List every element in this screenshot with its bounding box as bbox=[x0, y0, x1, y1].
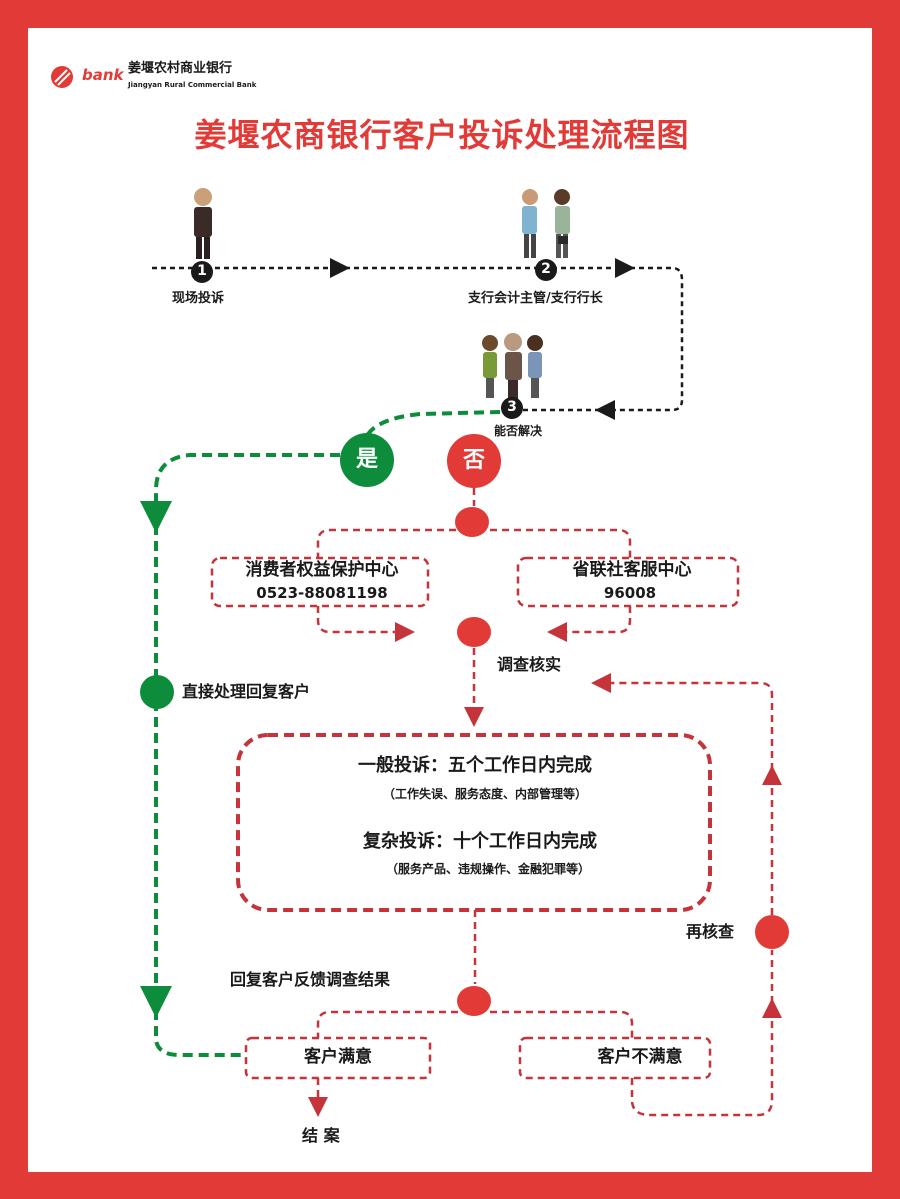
general-note: （工作失误、服务态度、内部管理等） bbox=[382, 787, 588, 801]
step-number: 3 bbox=[507, 399, 517, 415]
no-circle bbox=[447, 434, 501, 488]
general-complaint: 一般投诉：五个工作日内完成 bbox=[358, 755, 592, 776]
page-title: 姜堰农商银行客户投诉处理流程图 bbox=[194, 116, 690, 154]
center-name: 省联社客服中心 bbox=[572, 560, 692, 580]
center-name: 消费者权益保护中心 bbox=[245, 560, 399, 580]
unsatisfied-label: 客户不满意 bbox=[597, 1047, 683, 1067]
logo-name-en: Jiangyan Rural Commercial Bank bbox=[128, 81, 257, 89]
feedback-label: 回复客户反馈调查结果 bbox=[230, 970, 391, 989]
yes-label: 是 bbox=[355, 447, 379, 472]
yes-path bbox=[140, 410, 501, 1057]
step-number: 2 bbox=[541, 261, 551, 277]
logo-name-cn: 姜堰农村商业银行 bbox=[128, 61, 233, 76]
handshake-icon bbox=[522, 189, 570, 258]
direct-reply-dot bbox=[140, 675, 174, 709]
recheck-label: 再核查 bbox=[686, 922, 735, 941]
recheck-dot bbox=[755, 915, 789, 949]
timeline-box bbox=[236, 733, 712, 912]
step-connector bbox=[152, 258, 684, 420]
close-case-label: 结 案 bbox=[302, 1126, 340, 1145]
logo-icon bbox=[51, 66, 73, 88]
complex-complaint: 复杂投诉：十个工作日内完成 bbox=[363, 831, 597, 852]
group-icon bbox=[482, 333, 543, 400]
step-number: 1 bbox=[197, 263, 207, 279]
center-phone: 96008 bbox=[603, 584, 657, 602]
step-label: 支行会计主管/支行行长 bbox=[468, 291, 603, 306]
logo-brand: bank bbox=[82, 66, 124, 84]
yes-circle bbox=[340, 433, 394, 487]
step-number-markers bbox=[191, 259, 557, 419]
person-icon bbox=[194, 188, 212, 259]
satisfied-label: 客户满意 bbox=[304, 1047, 372, 1067]
no-label: 否 bbox=[462, 448, 486, 473]
poster-background bbox=[28, 28, 872, 1172]
step-label: 能否解决 bbox=[494, 424, 543, 438]
junction-dots bbox=[455, 507, 789, 1016]
no-path bbox=[210, 488, 782, 1117]
step-label: 现场投诉 bbox=[172, 291, 225, 306]
investigate-label: 调查核实 bbox=[497, 655, 562, 674]
center-phone: 0523-88081198 bbox=[256, 584, 388, 602]
direct-reply-label: 直接处理回复客户 bbox=[182, 682, 311, 701]
complex-note: （服务产品、违规操作、金融犯罪等） bbox=[385, 862, 591, 876]
